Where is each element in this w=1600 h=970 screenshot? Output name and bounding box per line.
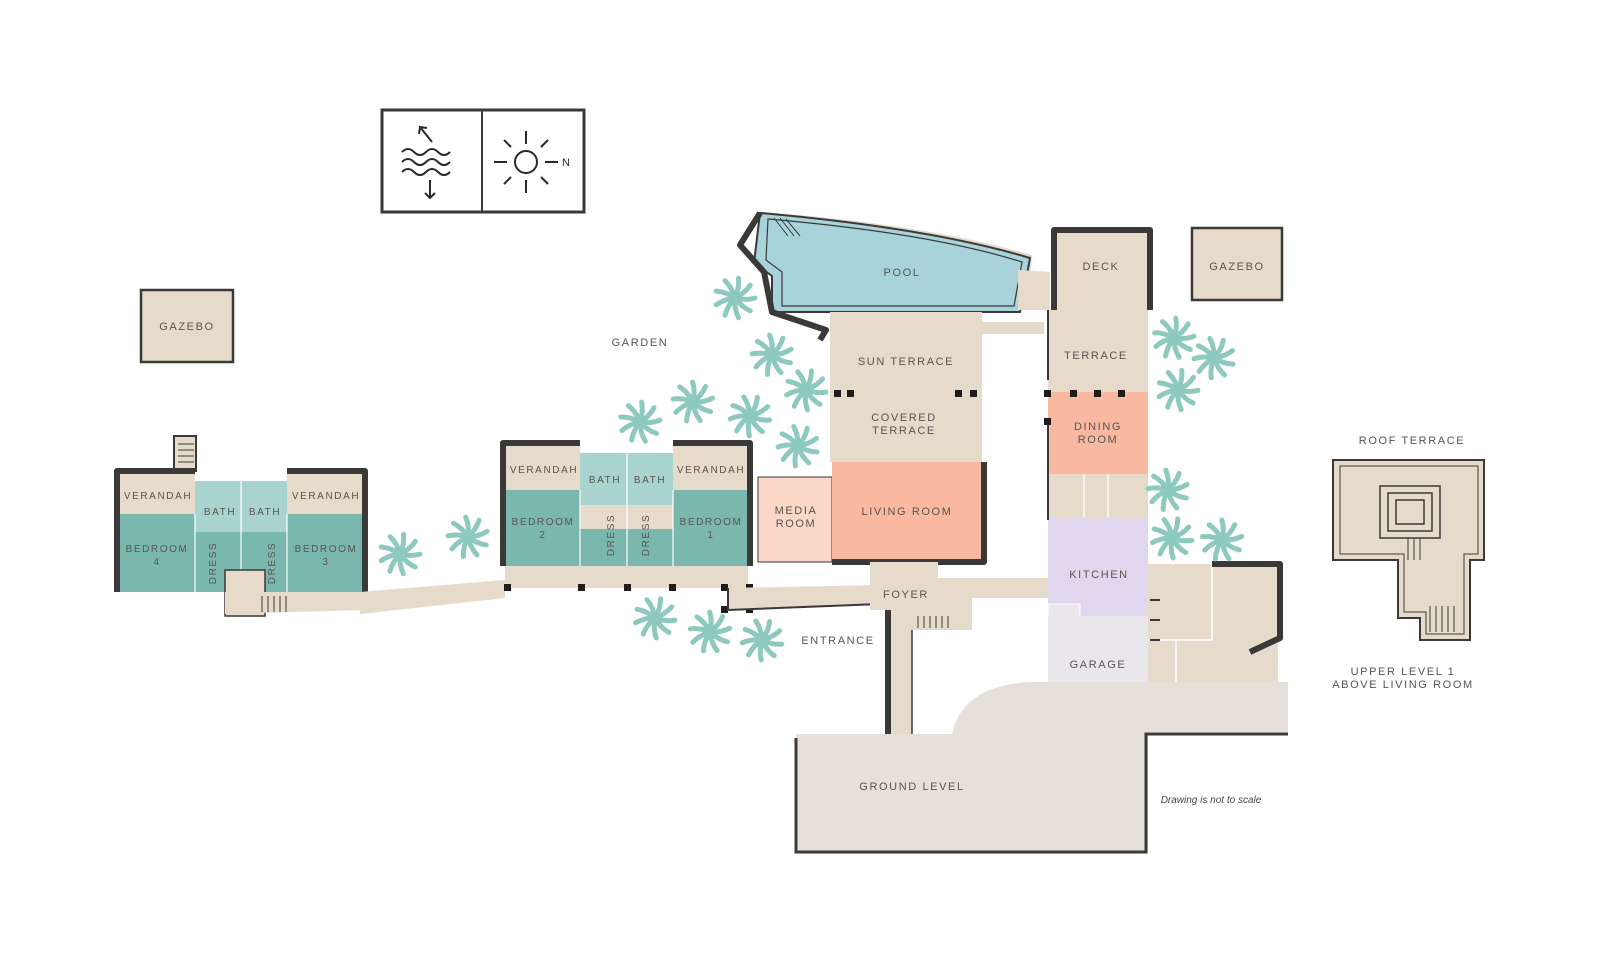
terrace-label: TERRACE <box>1064 350 1128 362</box>
bath-2-label: BATH <box>249 507 281 518</box>
covered-terrace-label-2: TERRACE <box>872 425 936 437</box>
scale-note: Drawing is not to scale <box>1161 795 1262 806</box>
palm-tree-icon <box>445 514 490 559</box>
palm-tree-icon <box>378 531 423 577</box>
palm-tree-icon <box>633 596 678 641</box>
ground-level-label: GROUND LEVEL <box>859 781 964 793</box>
bath-4-label: BATH <box>634 475 666 486</box>
verandah-1-label: VERANDAH <box>124 491 192 502</box>
walkway-west <box>224 569 505 617</box>
deck-block <box>1051 226 1284 310</box>
sea-waves-icon <box>401 125 451 200</box>
palm-tree-icon <box>670 379 716 424</box>
dining-room-label-1: DINING <box>1074 421 1122 433</box>
dress-2-label: DRESS <box>267 542 278 584</box>
roof-terrace-plan <box>1332 459 1485 641</box>
deck-label: DECK <box>1083 261 1120 273</box>
bedroom-4-number: 4 <box>153 557 160 568</box>
bedroom-2-label: BEDROOM <box>512 517 575 528</box>
gazebo-west-label: GAZEBO <box>159 321 214 333</box>
media-room <box>757 476 833 563</box>
pool-area <box>737 211 1050 342</box>
north-label: N <box>562 157 570 169</box>
palm-tree-icon <box>713 275 758 321</box>
palm-tree-icon <box>618 399 663 444</box>
dress-1-label: DRESS <box>208 542 219 584</box>
sun-terrace-block <box>830 312 1044 462</box>
foyer-label: FOYER <box>883 589 929 601</box>
verandah-3-label: VERANDAH <box>510 465 578 476</box>
palm-tree-icon <box>1145 467 1190 512</box>
garage-label: GARAGE <box>1070 659 1127 671</box>
palm-tree-icon <box>1152 315 1197 360</box>
gazebo-east-label: GAZEBO <box>1209 261 1264 273</box>
corridor-to-foyer <box>728 585 880 610</box>
palm-tree-icon <box>687 609 733 654</box>
terrace-dining-kitchen-column <box>1044 310 1148 682</box>
bedroom-1-label: BEDROOM <box>680 517 743 528</box>
covered-terrace-label-1: COVERED <box>871 412 937 424</box>
sun-terrace-label: SUN TERRACE <box>858 356 954 368</box>
palm-trees <box>378 275 1245 663</box>
bath-1-label: BATH <box>204 507 236 518</box>
kitchen-label: KITCHEN <box>1069 569 1128 581</box>
garden-label: GARDEN <box>612 337 669 349</box>
sun-north-icon: N <box>494 131 570 193</box>
bedroom-2-number: 2 <box>539 530 546 541</box>
entrance-label: ENTRANCE <box>801 635 874 647</box>
bedroom-1-number: 1 <box>707 530 714 541</box>
upper-level-label-1: UPPER LEVEL 1 <box>1351 666 1456 678</box>
verandah-4-label: VERANDAH <box>677 465 745 476</box>
pool-label: POOL <box>884 267 921 279</box>
palm-tree-icon <box>1150 516 1195 561</box>
central-bedroom-wing <box>500 440 753 613</box>
palm-tree-icon <box>1199 517 1245 562</box>
media-room-label-2: ROOM <box>776 518 817 530</box>
service-rooms <box>1148 561 1283 682</box>
palm-tree-icon <box>739 618 785 663</box>
driveway <box>794 682 1288 854</box>
bedroom-3-label: BEDROOM <box>295 544 358 555</box>
dining-room-label-2: ROOM <box>1078 434 1119 446</box>
roof-terrace-label: ROOF TERRACE <box>1359 435 1465 447</box>
gazebo-west <box>139 288 235 364</box>
palm-tree-icon <box>784 368 829 413</box>
living-room-label: LIVING ROOM <box>862 506 953 518</box>
media-room-label-1: MEDIA <box>775 505 818 517</box>
palm-tree-icon <box>775 423 820 469</box>
living-room <box>832 462 982 562</box>
palm-tree-icon <box>727 394 773 439</box>
palm-tree-icon <box>1156 367 1201 413</box>
palm-tree-icon <box>1191 335 1236 381</box>
dress-4-label: DRESS <box>641 514 652 556</box>
legend-box: N <box>380 108 586 214</box>
foyer-block <box>870 562 1048 740</box>
bedroom-3-number: 3 <box>322 557 329 568</box>
palm-tree-icon <box>749 332 794 377</box>
west-bedroom-wing <box>114 435 368 592</box>
upper-level-label-2: ABOVE LIVING ROOM <box>1332 679 1474 691</box>
bath-3-label: BATH <box>589 475 621 486</box>
dress-3-label: DRESS <box>606 514 617 556</box>
room-labels: POOL DECK GAZEBO GAZEBO GARDEN SUN TERRA… <box>124 261 1474 806</box>
bedroom-4-label: BEDROOM <box>126 544 189 555</box>
verandah-2-label: VERANDAH <box>292 491 360 502</box>
